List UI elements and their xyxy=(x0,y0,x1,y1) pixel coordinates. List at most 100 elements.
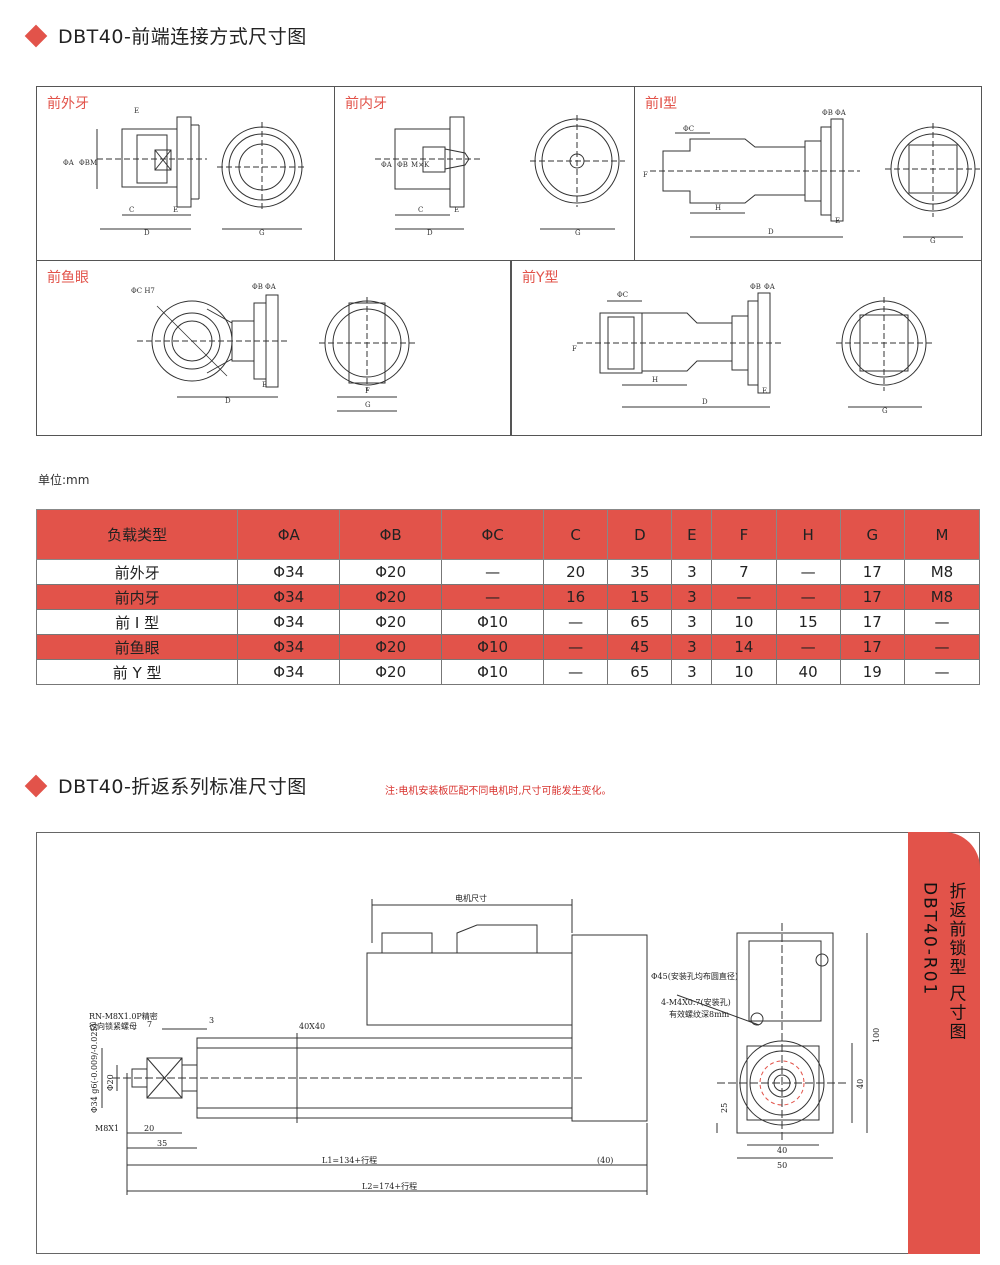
table-cell: — xyxy=(775,559,841,585)
external-thread-drawing: E ΦA ΦB M C D E G xyxy=(63,107,307,237)
dim-mxk: M×K xyxy=(411,161,430,169)
dim-b: ΦB xyxy=(822,109,833,117)
table-cell: — xyxy=(543,609,609,635)
table-cell: 16 xyxy=(543,584,609,610)
panel-i-type: 前I型 ΦC F H D E xyxy=(635,87,981,261)
diamond-icon xyxy=(24,774,48,797)
header-h: H xyxy=(775,509,841,560)
table-cell: Φ10 xyxy=(441,609,545,635)
table-cell: Φ34 xyxy=(237,609,341,635)
dim-phi34: Φ34 g6(-0.009/-0.025) xyxy=(90,1023,99,1113)
dim-e-top: E xyxy=(134,107,139,115)
unit-label: 单位:mm xyxy=(38,473,90,487)
dim-d: D xyxy=(768,228,774,236)
dim-e: E xyxy=(835,217,840,225)
table-row: 前外牙 Φ34 Φ20 — 20 35 3 7 — 17 M8 xyxy=(35,559,981,585)
panel-external-thread: 前外牙 E ΦA ΦB xyxy=(37,87,335,261)
table-cell: 19 xyxy=(839,659,905,685)
table-header-row: 负载类型 ΦA ΦB ΦC C D E F H G M xyxy=(35,509,981,560)
dim-m: M xyxy=(90,159,97,167)
label-hole-spec: 4-M4X0.7(安装孔) xyxy=(661,997,731,1007)
table-cell: 45 xyxy=(607,634,673,660)
section-title-text: DBT40-折返系列标准尺寸图 xyxy=(58,776,307,798)
header-phi-b: ΦB xyxy=(339,509,443,560)
table-cell: — xyxy=(903,634,981,660)
header-load-type: 负载类型 xyxy=(35,509,239,560)
dim-m8x1: M8X1 xyxy=(95,1124,119,1133)
table-cell: 15 xyxy=(607,584,673,610)
dim-40-horizontal: 40 xyxy=(777,1146,787,1155)
dim-g: G xyxy=(930,237,936,245)
dim-7: 7 xyxy=(147,1020,152,1029)
table-cell: Φ10 xyxy=(441,634,545,660)
table-cell: 前 Y 型 xyxy=(35,659,239,685)
table-cell: 前鱼眼 xyxy=(35,634,239,660)
table-cell: M8 xyxy=(903,584,981,610)
dim-f: F xyxy=(643,171,648,179)
folding-series-drawing: 电机尺寸 RN-M8X1.0P精密 径向锁紧螺母 7 3 40X40 Φ34 g… xyxy=(89,893,881,1195)
table-cell: 7 xyxy=(711,559,777,585)
table-cell: — xyxy=(543,634,609,660)
dim-40x40: 40X40 xyxy=(299,1022,325,1031)
table-cell: — xyxy=(775,634,841,660)
dim-e: E xyxy=(173,206,178,214)
dim-b: ΦB xyxy=(750,283,761,291)
diamond-icon xyxy=(24,24,48,47)
folding-series-drawing-frame: 电机尺寸 RN-M8X1.0P精密 径向锁紧螺母 7 3 40X40 Φ34 g… xyxy=(36,832,980,1254)
panel-label: 前Y型 xyxy=(522,270,559,286)
dim-e: E xyxy=(262,381,267,389)
front-connection-grid: 前外牙 E ΦA ΦB xyxy=(36,86,982,436)
dim-g: G xyxy=(882,407,888,415)
dim-g: G xyxy=(575,229,581,237)
table-cell: — xyxy=(775,584,841,610)
table-row: 前内牙 Φ34 Φ20 — 16 15 3 — — 17 M8 xyxy=(35,584,981,610)
label-nut-note-1: RN-M8X1.0P精密 xyxy=(89,1011,158,1021)
dim-20: 20 xyxy=(144,1124,154,1133)
section-title-1: DBT40-前端连接方式尺寸图 xyxy=(22,22,307,49)
dim-phi20: Φ20 xyxy=(106,1074,115,1091)
dim-c: C xyxy=(418,206,423,214)
table-cell: 10 xyxy=(711,609,777,635)
table-cell: 3 xyxy=(671,559,713,585)
table-cell: Φ34 xyxy=(237,659,341,685)
table-cell: Φ34 xyxy=(237,559,341,585)
dim-g: G xyxy=(365,401,371,409)
tab-text: 折返前锁型 尺寸图 DBT40-R01 xyxy=(918,882,970,1222)
dim-a: ΦA xyxy=(764,283,776,291)
dim-h: H xyxy=(715,204,721,212)
header-c: C xyxy=(543,509,609,560)
panel-label: 前鱼眼 xyxy=(47,270,89,286)
dim-l2: L2=174+行程 xyxy=(362,1181,417,1191)
table-cell: 3 xyxy=(671,634,713,660)
label-motor-size: 电机尺寸 xyxy=(455,893,487,903)
header-g: G xyxy=(839,509,905,560)
table-cell: 65 xyxy=(607,609,673,635)
table-cell: — xyxy=(711,584,777,610)
table-cell: 15 xyxy=(775,609,841,635)
panel-label: 前内牙 xyxy=(345,96,387,112)
dim-a: ΦA xyxy=(835,109,847,117)
dim-c-h7: ΦC H7 xyxy=(131,287,155,295)
dim-b: ΦB xyxy=(397,161,408,169)
dim-e: E xyxy=(762,387,767,395)
table-row: 前鱼眼 Φ34 Φ20 Φ10 — 45 3 14 — 17 — xyxy=(35,634,981,660)
panel-internal-thread: 前内牙 ΦA ΦB M×K C D E xyxy=(335,87,635,261)
dim-f: F xyxy=(365,387,370,395)
table-cell: 17 xyxy=(839,584,905,610)
label-nut-note-2: 径向锁紧螺母 xyxy=(89,1021,137,1031)
header-d: D xyxy=(607,509,673,560)
dim-25: 25 xyxy=(720,1103,729,1113)
table-cell: Φ10 xyxy=(441,659,545,685)
label-hole-circle: Φ45(安装孔均布圆直径) xyxy=(651,971,738,981)
table-cell: Φ20 xyxy=(339,634,443,660)
i-type-drawing: ΦC F H D E ΦB ΦA G xyxy=(643,109,980,245)
dim-l1: L1=134+行程 xyxy=(322,1155,377,1165)
table-row: 前 Y 型 Φ34 Φ20 Φ10 — 65 3 10 40 19 — xyxy=(35,659,981,685)
dim-d: D xyxy=(144,229,150,237)
dim-e: E xyxy=(454,206,459,214)
table-cell: — xyxy=(903,659,981,685)
drawing-title-tab: 折返前锁型 尺寸图 DBT40-R01 xyxy=(908,832,980,1254)
table-cell: 40 xyxy=(775,659,841,685)
table-cell: — xyxy=(441,559,545,585)
header-m: M xyxy=(903,509,981,560)
